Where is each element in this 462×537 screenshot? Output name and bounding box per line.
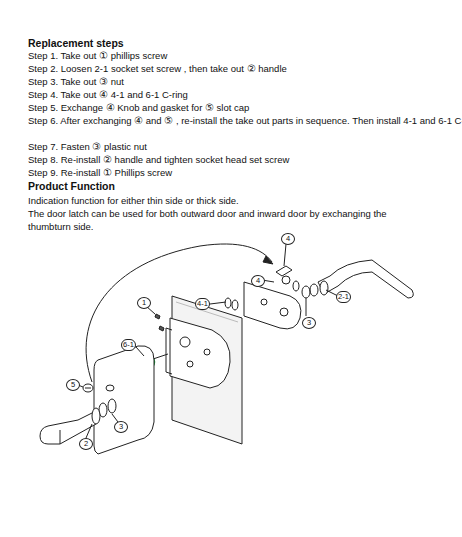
section-heading: Replacement steps: [28, 37, 124, 49]
callout-number: 1: [137, 297, 151, 309]
callout-number: 2: [79, 438, 93, 450]
step-text: Step 4. Take out ④ 4-1 and 6-1 C-ring: [28, 88, 448, 101]
callout-number: 5: [66, 379, 80, 391]
description-text: The door latch can be used for both outw…: [28, 207, 423, 233]
callout-number: 4: [281, 233, 295, 245]
step-text: Step 6. After exchanging ④ and ⑤ , re-in…: [28, 114, 462, 127]
callout-number: 3: [302, 317, 316, 329]
callout-number: 6-1: [121, 339, 136, 351]
description-text: Indication function for either thin side…: [28, 194, 448, 207]
step-text: Step 7. Fasten ③ plastic nut: [28, 140, 448, 153]
callout-number: 4: [251, 275, 265, 287]
step-text: Step 5. Exchange ④ Knob and gasket for ⑤…: [28, 101, 448, 114]
step-text: Step 9. Re-install ① Phillips screw: [28, 166, 448, 179]
section-heading: Product Function: [28, 180, 328, 192]
step-text: Step 1. Take out ① phillips screw: [28, 49, 448, 62]
step-text: Step 2. Loosen 2-1 socket set screw , th…: [28, 62, 448, 75]
callout-number: 2-1: [336, 291, 351, 303]
step-text: Step 8. Re-install ② handle and tighten …: [28, 153, 448, 166]
callout-number: 3: [114, 421, 128, 433]
callout-number: 4-1: [195, 298, 210, 310]
step-text: Step 3. Take out ③ nut: [28, 75, 448, 88]
